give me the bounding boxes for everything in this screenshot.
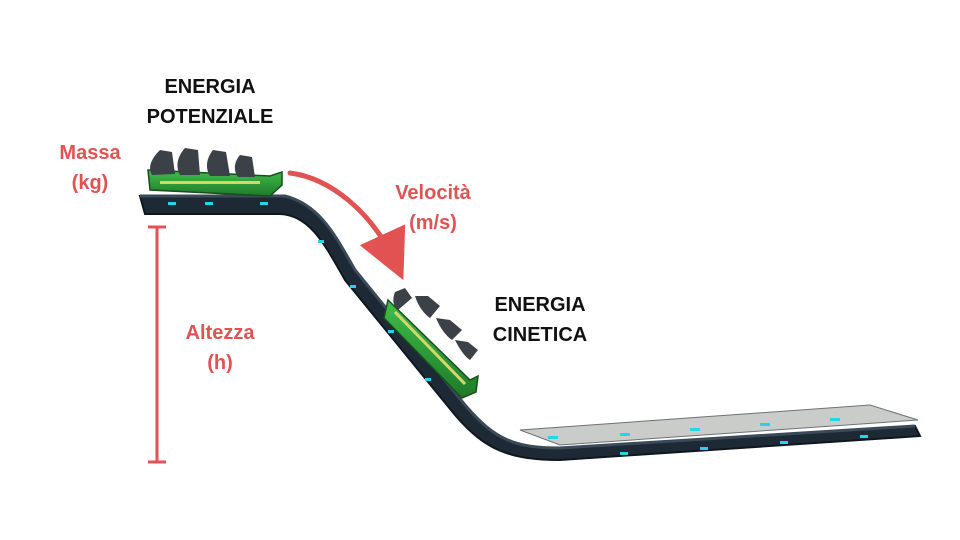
velocity-arrow bbox=[287, 170, 406, 281]
mass-line1: Massa bbox=[59, 142, 121, 164]
velocity-label: Velocità (m/s) bbox=[368, 178, 498, 238]
kinetic-energy-label: ENERGIA CINETICA bbox=[465, 290, 615, 350]
mass-line2: (kg) bbox=[71, 172, 109, 194]
mass-label: Massa (kg) bbox=[40, 138, 140, 198]
height-line2: (h) bbox=[207, 352, 233, 374]
height-bracket bbox=[148, 225, 166, 464]
height-line1: Altezza bbox=[185, 322, 255, 344]
kinetic-energy-line2: CINETICA bbox=[492, 324, 588, 346]
roller-coaster-cart-slope bbox=[383, 288, 479, 399]
potential-energy-line1: ENERGIA bbox=[164, 76, 256, 98]
potential-energy-line2: POTENZIALE bbox=[146, 106, 274, 128]
velocity-line2: (m/s) bbox=[409, 212, 457, 234]
kinetic-energy-line1: ENERGIA bbox=[494, 294, 586, 316]
potential-energy-label: ENERGIA POTENZIALE bbox=[120, 72, 300, 132]
roller-coaster-cart-top bbox=[147, 148, 283, 197]
velocity-line1: Velocità bbox=[395, 182, 471, 204]
height-label: Altezza (h) bbox=[165, 318, 275, 378]
